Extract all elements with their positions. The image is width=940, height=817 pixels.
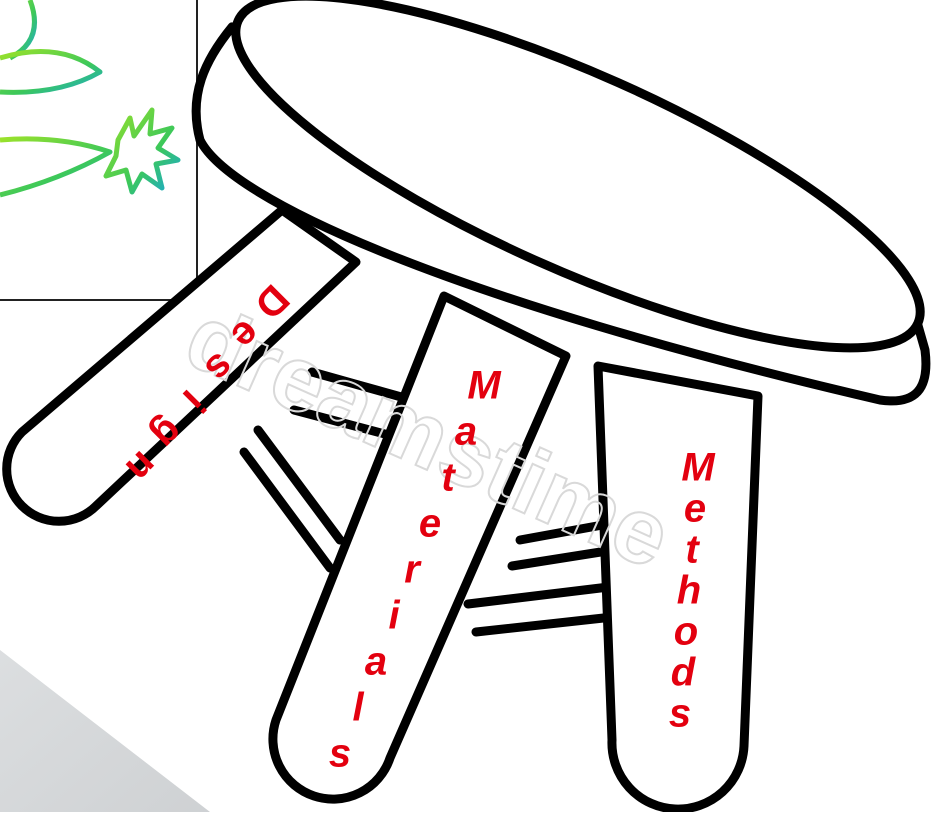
leg-label-letter: s bbox=[329, 732, 351, 776]
leg-label-letter: s bbox=[669, 692, 691, 736]
leg-label-letter: a bbox=[455, 410, 477, 454]
leg-label-letter: e bbox=[684, 487, 706, 531]
leg-label-letter: a bbox=[365, 640, 387, 684]
leg-label-letter: l bbox=[352, 686, 364, 730]
leg-label-letter: h bbox=[677, 569, 701, 613]
leg-label-letter: t bbox=[441, 456, 456, 500]
leg-label-letter: r bbox=[404, 548, 422, 592]
leg-label-letter: M bbox=[681, 446, 716, 490]
leg-label-letter: e bbox=[419, 502, 441, 546]
leg-label-letter: o bbox=[674, 610, 698, 654]
leg-label-letter: t bbox=[685, 528, 700, 572]
inset-picture bbox=[0, 0, 197, 300]
leg-label-letter: i bbox=[388, 594, 400, 638]
leg-label-letter: M bbox=[467, 364, 502, 408]
leg-label-letter: d bbox=[671, 651, 697, 695]
